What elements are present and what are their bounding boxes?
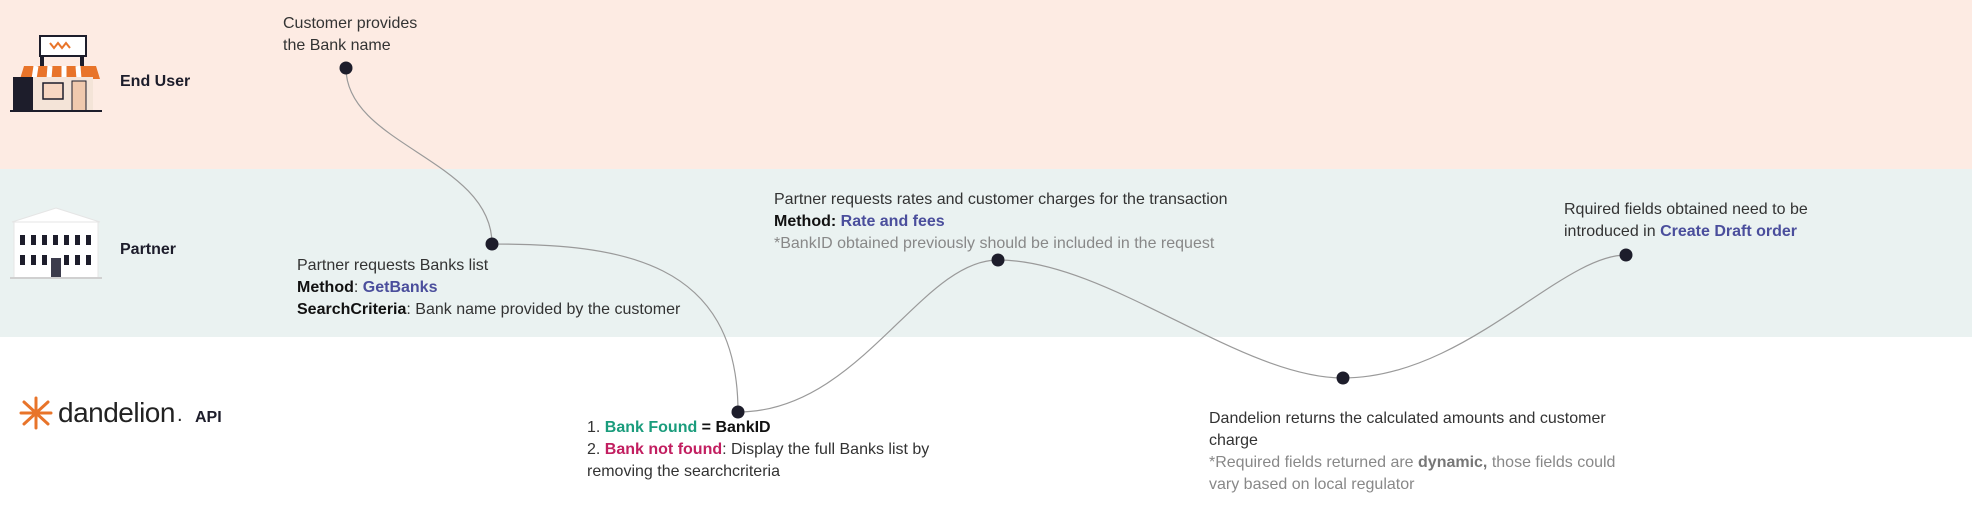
node-dandelion-returns [1336,371,1350,385]
customer-line-2: the Bank name [283,37,391,54]
criteria-value: : Bank name provided by the customer [406,301,681,318]
storefront-icon [10,35,102,112]
criteria-key: SearchCriteria [297,301,407,318]
get-banks-criteria: SearchCriteria: Bank name provided by th… [297,299,680,321]
rates-method-key: Method: [774,213,837,230]
partner-label: Partner [120,241,177,258]
draft-line-2-text: introduced in [1564,223,1661,240]
rates-link[interactable]: Rate and fees [840,213,945,230]
node-customer [339,61,353,75]
returns-footnote-c: vary based on local regulator [1209,476,1415,493]
create-draft-order-link[interactable]: Create Draft order [1660,223,1797,240]
partner-lane [0,169,1972,337]
brand-dot: . [176,404,183,426]
get-banks-note: Partner requests Banks list Method: GetB… [297,255,680,321]
flow-path [345,67,1627,413]
rates-title: Partner requests rates and customer char… [774,191,1228,208]
node-bank-result [731,405,745,419]
get-banks-title: Partner requests Banks list [297,257,489,274]
bank-building-icon [10,207,102,279]
end-user-lane [0,0,1972,169]
returns-footnote-bold: dynamic, [1418,454,1488,471]
result-number-2: 2. [587,441,605,458]
dandelion-logo: dandelion. [18,395,183,431]
returns-line-1: Dandelion returns the calculated amounts… [1209,410,1606,427]
api-label: API [195,409,222,426]
draft-line-1: Rquired fields obtained need to be [1564,201,1808,218]
bank-not-found-label: Bank not found [604,441,723,458]
bank-found-label: Bank Found [604,419,698,436]
bank-not-found-rest: : Display the full Banks list by [722,441,930,458]
result-line-3: removing the searchcriteria [587,463,780,480]
api-lane [0,337,1972,507]
bank-result-note: 1. Bank Found = BankID 2. Bank not found… [587,417,929,483]
node-get-banks [485,237,499,251]
dandelion-logo-icon [19,396,53,430]
end-user-label: End User [120,73,191,90]
draft-note: Rquired fields obtained need to be intro… [1564,199,1808,243]
get-banks-method: Method: GetBanks [297,279,438,296]
node-draft [1619,248,1633,262]
rates-method: Method: Rate and fees [774,211,1228,233]
returns-footnote-b: those fields could [1487,454,1616,471]
customer-note: Customer provides the Bank name [283,13,417,57]
brand-name: dandelion [58,397,175,428]
node-rates [991,253,1005,267]
result-number-1: 1. [587,419,605,436]
dandelion-returns-note: Dandelion returns the calculated amounts… [1209,408,1615,496]
result-found-line: 1. Bank Found = BankID [587,417,929,439]
result-not-found-line: 2. Bank not found: Display the full Bank… [587,439,929,461]
returns-footnote: *Required fields returned are dynamic, t… [1209,452,1615,474]
method-key: Method [297,279,354,296]
rates-footnote: *BankID obtained previously should be in… [774,235,1215,252]
draft-line-2: introduced in Create Draft order [1564,221,1808,243]
bank-found-rest: = BankID [697,419,771,436]
returns-line-2: charge [1209,432,1258,449]
returns-footnote-a: *Required fields returned are [1209,454,1419,471]
get-banks-link[interactable]: GetBanks [362,279,438,296]
customer-line-1: Customer provides [283,15,418,32]
rates-note: Partner requests rates and customer char… [774,189,1228,255]
